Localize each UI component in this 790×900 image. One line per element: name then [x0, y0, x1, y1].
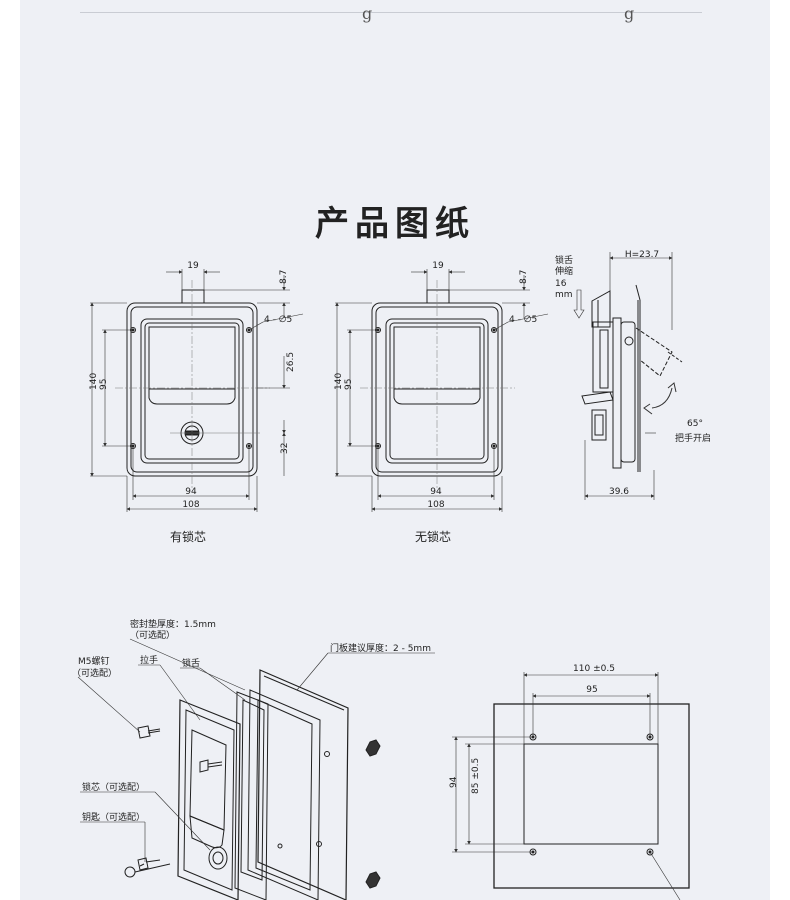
front-view-with-lock: [115, 280, 270, 490]
dimensions-without-lock: [335, 269, 549, 512]
side-view-dimensions: [573, 252, 677, 500]
dim-holes: 4 - ∅5: [264, 315, 292, 325]
tongue-label: 锁舌: [182, 657, 200, 669]
caption-with-lock: 有锁芯: [170, 529, 206, 544]
open-label: 把手开启: [675, 432, 711, 444]
dim-110: 110 ±0.5: [573, 664, 615, 674]
dim-94: 94: [449, 776, 459, 788]
dim-94: 94: [185, 487, 197, 497]
dim-140: 140: [89, 373, 99, 390]
core-label: 锁芯（可选配）: [82, 781, 145, 793]
tongue-label-1: 锁舌: [555, 254, 573, 266]
page: g g 产品图纸: [20, 0, 770, 900]
dimension-labels-with-lock: 19 8.7 4 - ∅5 140 95 26.5 32 94 108 有锁芯: [89, 261, 296, 544]
tongue-label-3: 16: [555, 279, 567, 289]
dim-140: 140: [334, 373, 344, 390]
dim-94: 94: [430, 487, 442, 497]
tongue-label-4: mm: [555, 290, 573, 300]
dim-26-5: 26.5: [286, 352, 296, 372]
front-view-without-lock: [360, 280, 515, 490]
exploded-labels: 密封垫厚度：1.5mm （可选配） 门板建议厚度：2 - 5mm M5螺钉 （可…: [72, 618, 431, 823]
page-title: 产品图纸: [315, 204, 475, 244]
top-divider: g g: [80, 4, 702, 23]
side-view: [581, 284, 683, 472]
dim-32: 32: [280, 443, 290, 454]
dim-108: 108: [182, 500, 199, 510]
dimensions-with-lock: [90, 269, 304, 512]
dim-holes: 4 - ∅5: [509, 315, 537, 325]
caption-without-lock: 无锁芯: [415, 529, 451, 544]
dim-8-7: 8.7: [279, 270, 289, 284]
angle-label: 65°: [687, 419, 703, 429]
clipped-text-left: g: [362, 4, 373, 23]
panel-cutout: [493, 703, 690, 889]
exploded-leaders: [77, 638, 435, 862]
handle-label: 拉手: [140, 654, 158, 666]
dim-h: H=23.7: [625, 250, 659, 260]
door-thickness-label: 门板建议厚度：2 - 5mm: [330, 642, 431, 654]
panel-cutout-dimensions: [452, 672, 681, 900]
screw-optional: （可选配）: [72, 667, 117, 679]
dim-39-6: 39.6: [609, 487, 629, 497]
dim-8-7: 8.7: [519, 270, 529, 284]
product-drawings: 19 8.7 4 - ∅5 140 95 26.5 32 94 108 有锁芯: [72, 250, 711, 900]
dim-85: 85 ±0.5: [471, 758, 481, 794]
gasket-label: 密封垫厚度：1.5mm: [130, 618, 216, 630]
exploded-view: [124, 669, 381, 900]
side-view-labels: 锁舌 伸缩 16 mm H=23.7 65° 把手开启 39.6: [555, 250, 711, 497]
dim-19: 19: [187, 261, 199, 271]
dim-95: 95: [586, 685, 597, 695]
panel-cutout-labels: 110 ±0.5 95 94 85 ±0.5: [449, 664, 615, 794]
gasket-optional: （可选配）: [130, 629, 175, 641]
dim-108: 108: [427, 500, 444, 510]
dimension-labels-without-lock: 19 8.7 4 - ∅5 140 95 94 108 无锁芯: [334, 261, 537, 544]
clipped-text-right: g: [624, 4, 635, 23]
tongue-label-2: 伸缩: [555, 265, 573, 277]
dim-95: 95: [344, 379, 354, 390]
dim-19: 19: [432, 261, 444, 271]
key-label: 钥匙（可选配）: [82, 811, 145, 823]
dim-95: 95: [99, 379, 109, 390]
screw-label: M5螺钉: [78, 656, 110, 667]
